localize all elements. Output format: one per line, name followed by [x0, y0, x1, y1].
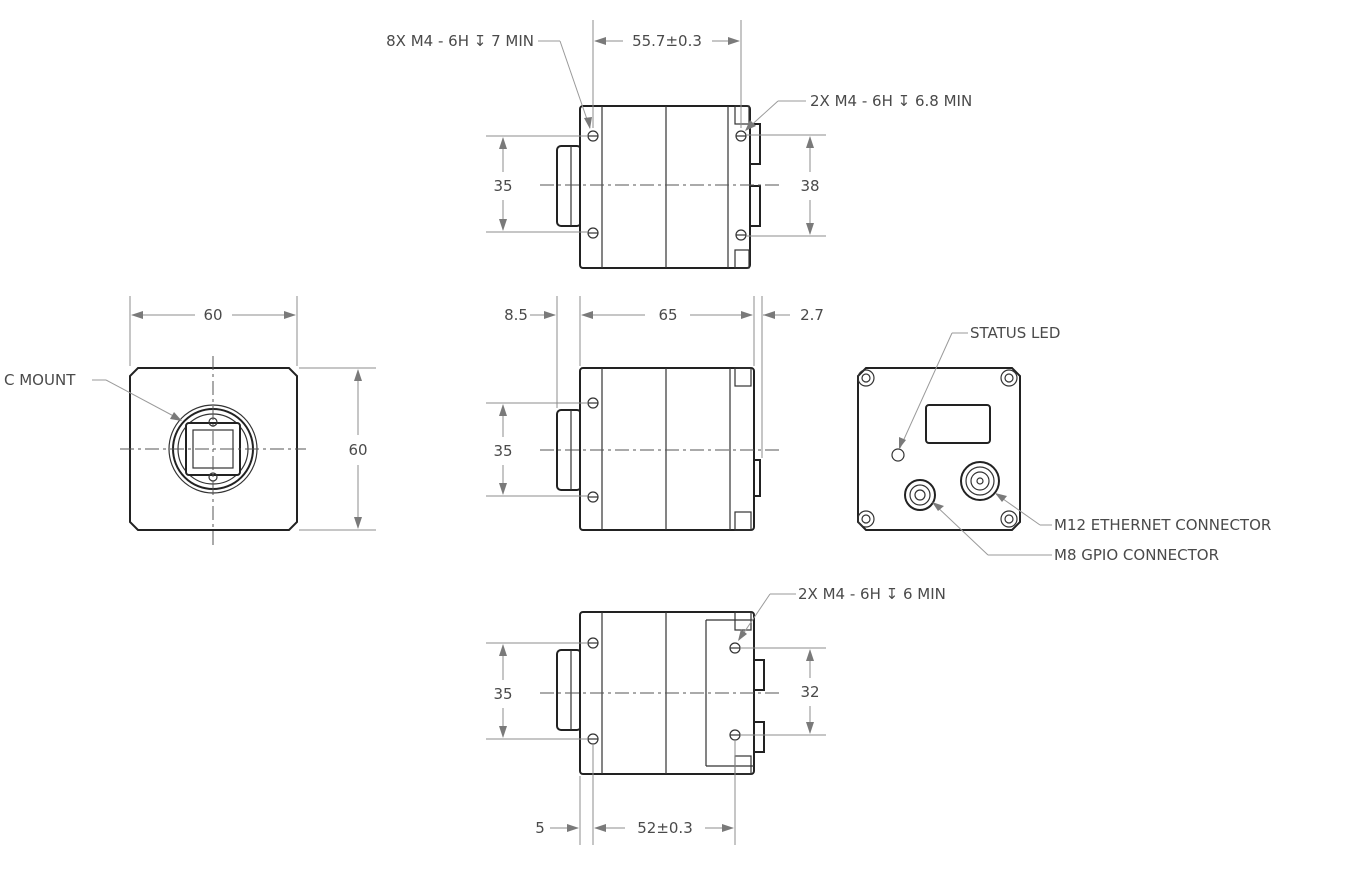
bottom-view: 35 32 5 52±0.3 2X M4 - 6H ↧ 6 MIN: [486, 585, 946, 845]
dim-top-length: 55.7±0.3: [632, 32, 702, 50]
dim-bottom-rear-spacing: 32: [800, 683, 819, 701]
rear-view: STATUS LED M12 ETHERNET CONNECTOR M8 GPI…: [857, 324, 1271, 564]
callout-bottom-holes: 2X M4 - 6H ↧ 6 MIN: [798, 585, 946, 603]
dim-side-rear-offset: 2.7: [800, 306, 824, 324]
callout-ethernet: M12 ETHERNET CONNECTOR: [1054, 516, 1271, 534]
dim-bottom-front-offset: 5: [535, 819, 545, 837]
front-view: 60 60 C MOUNT: [4, 296, 376, 545]
side-body: [579, 367, 755, 531]
dim-front-width: 60: [203, 306, 222, 324]
dim-bottom-hole-distance: 52±0.3: [637, 819, 693, 837]
status-led: [891, 448, 905, 462]
dim-side-lens-offset: 8.5: [504, 306, 528, 324]
callout-c-mount: C MOUNT: [4, 371, 76, 389]
top-lens: [556, 145, 582, 227]
dim-side-hole-spacing: 35: [493, 442, 512, 460]
top-holes: [587, 130, 747, 241]
callout-gpio: M8 GPIO CONNECTOR: [1054, 546, 1219, 564]
m8-gpio-connector: [904, 479, 936, 511]
dim-side-body-length: 65: [658, 306, 677, 324]
dim-bottom-front-spacing: 35: [493, 685, 512, 703]
dim-top-front-spacing: 35: [493, 177, 512, 195]
dim-top-rear-spacing: 38: [800, 177, 819, 195]
top-body: [579, 105, 751, 269]
callout-status-led: STATUS LED: [970, 324, 1060, 342]
callout-rear-holes: 2X M4 - 6H ↧ 6.8 MIN: [810, 92, 972, 110]
m12-ethernet-connector: [960, 461, 1000, 501]
bottom-lens: [556, 649, 582, 731]
side-view: 8.5 65 2.7 35: [486, 296, 824, 531]
callout-mounting-holes: 8X M4 - 6H ↧ 7 MIN: [386, 32, 534, 50]
top-view: 55.7±0.3 35 38 8X M4 - 6H ↧ 7 MIN 2X M4 …: [386, 20, 972, 269]
rear-corner-screws: [857, 369, 1018, 528]
dim-front-height: 60: [348, 441, 367, 459]
rear-label-window: [925, 404, 991, 444]
